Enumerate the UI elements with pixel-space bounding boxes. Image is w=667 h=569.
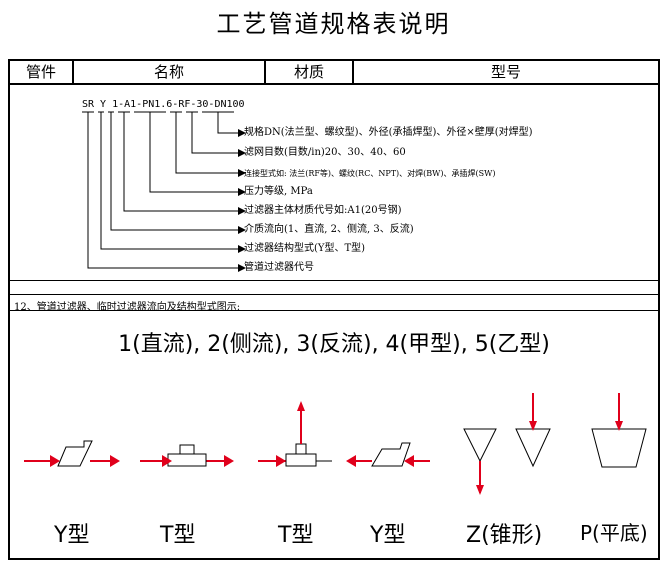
model-code: SR Y 1-A1-PN1.6-RF-30-DN100 xyxy=(82,99,245,110)
desc-structure: 过滤器结构型式(Y型、T型) xyxy=(244,243,366,254)
label-cone-type: Z(锥形) xyxy=(466,523,543,548)
label-flat-type: P(平底) xyxy=(580,521,648,545)
label-t-type-1: T型 xyxy=(160,523,196,548)
label-y-type-2: Y型 xyxy=(370,523,406,548)
header-fitting: 管件 xyxy=(25,63,56,81)
header-material: 材质 xyxy=(293,63,324,81)
desc-spec-dn: 规格DN(法兰型、螺纹型)、外径(承插焊型)、外径×壁厚(对焊型) xyxy=(244,127,533,138)
desc-pressure: 压力等级, MPa xyxy=(244,186,313,197)
table-header: 管件 名称 材质 型号 xyxy=(10,61,658,85)
page-title: 工艺管道规格表说明 xyxy=(216,10,451,38)
spec-sheet: 管件 名称 材质 型号 SR Y 1-A1-PN1.6-RF-30-DN100 … xyxy=(8,59,660,560)
label-t-type-2: T型 xyxy=(278,523,314,548)
header-model: 型号 xyxy=(490,63,521,81)
code-leader-lines xyxy=(82,111,246,272)
header-name: 名称 xyxy=(153,63,184,81)
label-y-type-1: Y型 xyxy=(54,523,90,548)
flow-type-legend: 1(直流), 2(侧流), 3(反流), 4(甲型), 5(乙型) xyxy=(118,332,550,357)
filter-diagrams xyxy=(24,393,647,495)
desc-mesh: 滤网目数(目数/in)20、30、40、60 xyxy=(244,147,406,158)
desc-flow: 介质流向(1、直流, 2、侧流, 3、反流) xyxy=(244,224,414,235)
desc-code: 管道过滤器代号 xyxy=(244,262,314,273)
desc-connection: 连接型式如: 法兰(RF等)、螺纹(RC、NPT)、对焊(BW)、承插焊(SW) xyxy=(244,169,496,178)
desc-material: 过滤器主体材质代号如:A1(20号钢) xyxy=(244,205,402,216)
code-explanation: SR Y 1-A1-PN1.6-RF-30-DN100 规格DN(法兰型、螺纹型… xyxy=(10,85,658,283)
section-title: 12、管道过滤器、临时过滤器流向及结构型式图示: xyxy=(14,302,241,313)
